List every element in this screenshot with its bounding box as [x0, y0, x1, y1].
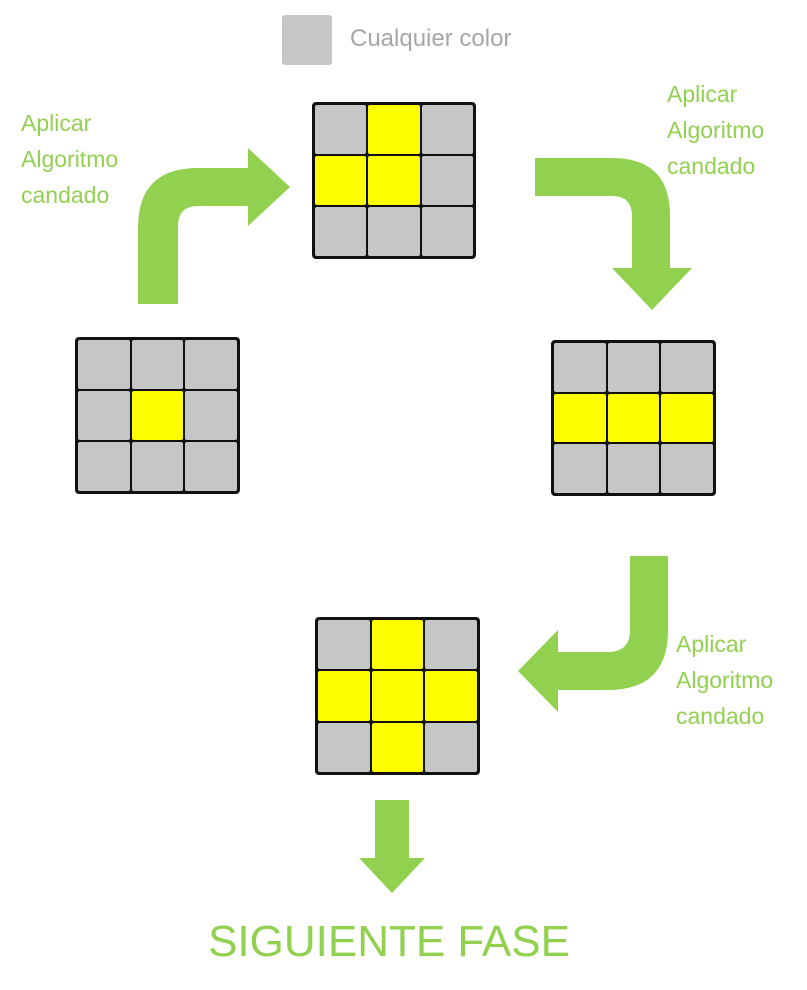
sticker-yellow: [315, 156, 367, 205]
sticker-any: [131, 340, 184, 389]
cube-face-l-shape: [312, 102, 476, 259]
sticker-any: [607, 444, 660, 493]
sticker-any: [421, 156, 473, 205]
sticker-any: [421, 105, 473, 154]
sticker-any: [661, 444, 713, 493]
next-phase-label: SIGUIENTE FASE: [208, 917, 570, 966]
step-1-line-1: Aplicar: [21, 110, 92, 136]
arrow-line-to-cross: [518, 556, 668, 712]
sticker-yellow: [371, 671, 424, 721]
sticker-yellow: [131, 391, 184, 440]
arrow-dot-to-l-shape: [138, 148, 290, 304]
step-2-label: Aplicar Algoritmo candado: [667, 76, 764, 184]
sticker-yellow: [661, 393, 713, 443]
sticker-any: [78, 340, 130, 389]
sticker-any: [421, 207, 473, 256]
sticker-any: [185, 340, 237, 389]
sticker-any: [315, 207, 367, 256]
step-2-line-3: candado: [667, 153, 756, 179]
sticker-yellow: [554, 393, 606, 443]
sticker-any: [185, 442, 237, 491]
sticker-yellow: [371, 620, 424, 670]
step-1-label: Aplicar Algoritmo candado: [21, 105, 118, 213]
sticker-any: [78, 391, 130, 440]
sticker-any: [315, 105, 367, 154]
sticker-yellow: [318, 671, 370, 721]
sticker-any: [131, 442, 184, 491]
step-3-label: Aplicar Algoritmo candado: [676, 626, 773, 734]
sticker-yellow: [371, 722, 424, 772]
step-3-line-3: candado: [676, 703, 765, 729]
sticker-yellow: [425, 671, 477, 721]
sticker-any: [368, 207, 420, 256]
step-2-line-1: Aplicar: [667, 81, 738, 107]
sticker-yellow: [368, 105, 420, 154]
sticker-any: [425, 722, 477, 772]
sticker-any: [607, 343, 660, 392]
sticker-any: [425, 620, 477, 670]
sticker-any: [185, 391, 237, 440]
arrow-to-next-phase: [359, 800, 425, 893]
step-3-line-2: Algoritmo: [676, 667, 774, 693]
sticker-any: [318, 722, 370, 772]
sticker-any: [554, 444, 606, 493]
step-2-line-2: Algoritmo: [667, 117, 765, 143]
cube-face-line: [551, 340, 716, 496]
legend-label: Cualquier color: [350, 25, 512, 52]
sticker-any: [78, 442, 130, 491]
sticker-yellow: [368, 156, 420, 205]
cube-face-dot: [75, 337, 240, 494]
arrow-l-shape-to-line: [535, 158, 692, 310]
cube-face-cross: [315, 617, 480, 775]
legend-swatch-any-color: [282, 15, 332, 65]
step-3-line-1: Aplicar: [676, 631, 747, 657]
sticker-any: [661, 343, 713, 392]
sticker-yellow: [607, 393, 660, 443]
sticker-any: [554, 343, 606, 392]
step-1-line-3: candado: [21, 182, 110, 208]
step-1-line-2: Algoritmo: [21, 146, 119, 172]
sticker-any: [318, 620, 370, 670]
